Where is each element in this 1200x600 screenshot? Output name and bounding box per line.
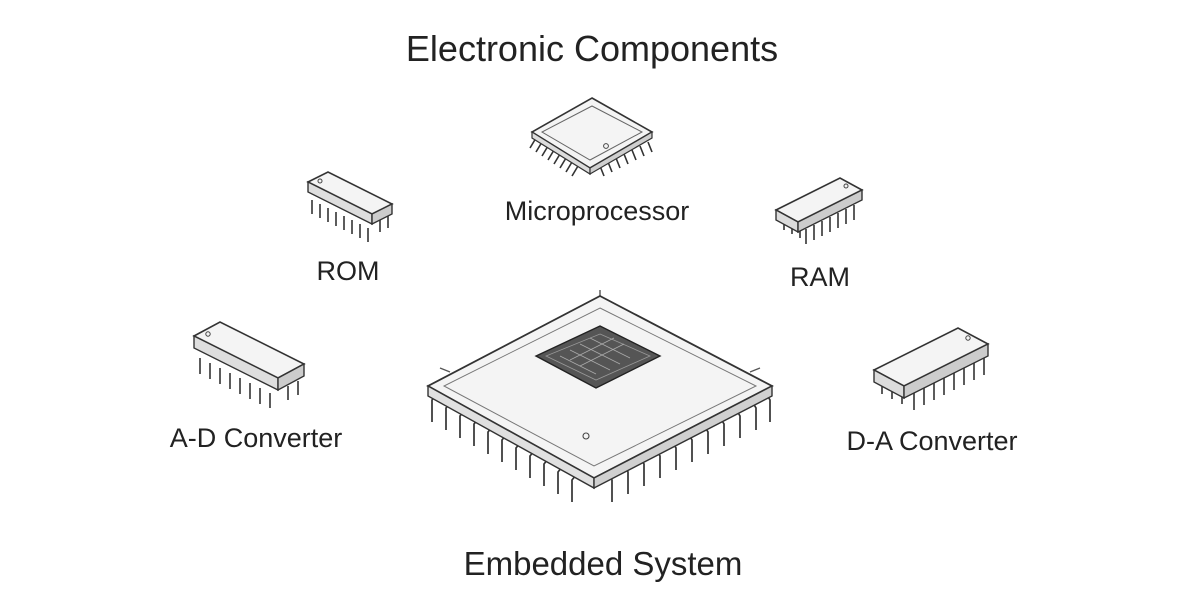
microprocessor-chip-icon bbox=[529, 97, 654, 177]
ram-label: RAM bbox=[790, 262, 850, 292]
da-converter-label: D-A Converter bbox=[846, 426, 1018, 456]
da-converter-chip-icon bbox=[872, 327, 990, 410]
ad-converter-chip-icon bbox=[192, 321, 306, 408]
ad-converter-label: A-D Converter bbox=[169, 423, 343, 453]
silicon-die-icon bbox=[534, 325, 662, 389]
embedded-system-chip-icon bbox=[426, 290, 774, 502]
embedded-system-label: Embedded System bbox=[463, 545, 743, 582]
microprocessor-label: Microprocessor bbox=[504, 196, 690, 226]
ram-chip-icon bbox=[774, 177, 864, 244]
rom-label: ROM bbox=[316, 256, 380, 286]
diagram-title: Electronic Components bbox=[405, 28, 779, 69]
rom-chip-icon bbox=[306, 171, 394, 242]
